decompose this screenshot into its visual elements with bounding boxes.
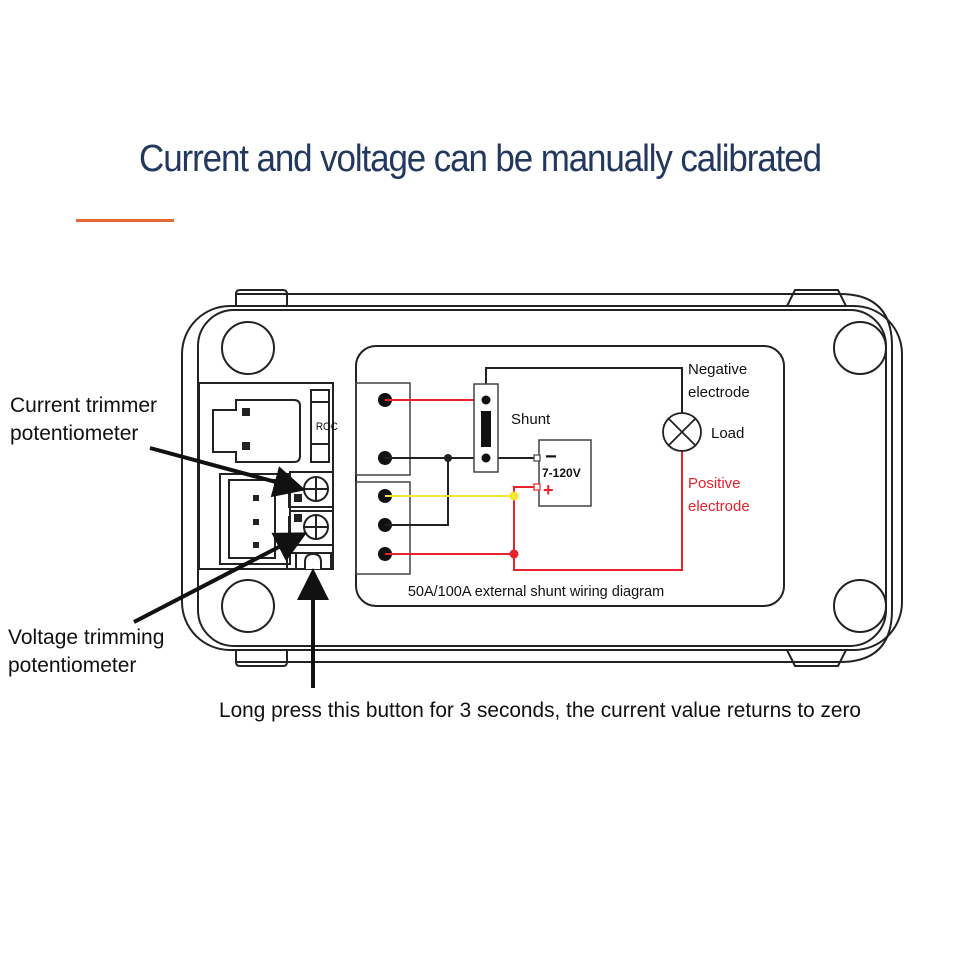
housing-outer <box>181 305 903 651</box>
source-voltage-label: 7-120V <box>542 466 581 480</box>
terminal-block-top <box>355 382 411 476</box>
shunt-label: Shunt <box>511 411 551 428</box>
wiring-diagram-caption: 50A/100A external shunt wiring diagram <box>408 584 664 600</box>
negative-electrode-label-2: electrode <box>688 384 750 401</box>
title-accent-bar <box>76 219 174 222</box>
top-left-clip <box>235 289 288 306</box>
wire-red-positive <box>513 450 683 571</box>
voltage-trimmer-potentiometer[interactable] <box>303 514 329 540</box>
zero-reset-button[interactable] <box>304 552 322 569</box>
load-lamp-icon <box>662 412 702 452</box>
bottom-left-clip <box>235 650 288 667</box>
power-source <box>533 439 592 507</box>
junction-dot <box>509 491 519 501</box>
fuse <box>310 389 330 463</box>
wire-black <box>385 458 449 526</box>
plug-connector <box>212 399 301 463</box>
shunt <box>473 383 499 473</box>
wire-black-negative <box>485 367 683 414</box>
connector-block <box>198 382 334 570</box>
bottom-right-clip <box>786 649 847 667</box>
mounting-hole <box>833 579 887 633</box>
junction-dot <box>444 454 452 462</box>
positive-electrode-label-2: electrode <box>688 498 750 515</box>
current-trimmer-potentiometer[interactable] <box>303 476 329 502</box>
terminal-block-bottom <box>355 481 411 575</box>
wire-red <box>513 486 536 554</box>
voltage-trimmer-label-1: Voltage trimming <box>8 626 164 649</box>
positive-electrode-label-1: Positive <box>688 475 741 492</box>
negative-electrode-label-1: Negative <box>688 361 747 378</box>
top-right-clip <box>786 289 847 307</box>
mounting-hole <box>221 321 275 375</box>
current-trimmer-label-1: Current trimmer <box>10 394 157 417</box>
voltage-trimmer-arrow <box>133 532 308 624</box>
current-trimmer-label-2: potentiometer <box>10 422 138 445</box>
mounting-hole <box>833 321 887 375</box>
junction-dot <box>509 549 519 559</box>
source-plus-sign: + <box>543 480 554 500</box>
current-trimmer-arrow <box>149 446 306 498</box>
page-title: Current and voltage can be manually cali… <box>139 138 822 180</box>
mounting-hole <box>221 579 275 633</box>
fuse-label: ROC <box>316 422 338 434</box>
source-minus-sign: − <box>545 446 557 468</box>
voltage-trimmer-label-2: potentiometer <box>8 654 136 677</box>
wiring-diagram-panel <box>355 345 785 607</box>
reset-button-label: Long press this button for 3 seconds, th… <box>219 699 861 722</box>
load-label: Load <box>711 425 744 442</box>
